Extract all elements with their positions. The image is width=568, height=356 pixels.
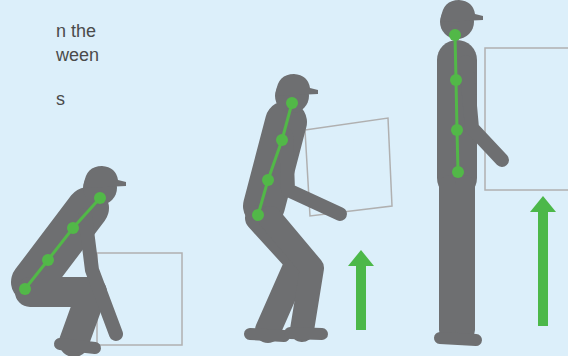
arrow-head bbox=[348, 250, 374, 266]
body-silhouette bbox=[250, 122, 340, 336]
arrow-shaft bbox=[538, 210, 548, 326]
body-silhouette bbox=[440, 60, 502, 340]
intro-text-fragment: s bbox=[56, 88, 65, 110]
spine-dot bbox=[19, 283, 31, 295]
leg bbox=[455, 185, 475, 330]
foot bbox=[290, 333, 322, 334]
spine-line bbox=[25, 198, 100, 289]
cap bbox=[84, 166, 126, 188]
foot bbox=[60, 344, 95, 348]
intro-text-fragment: n the bbox=[56, 20, 96, 42]
lift-figure bbox=[250, 74, 392, 336]
spine-dot bbox=[450, 74, 462, 86]
cap bbox=[276, 74, 318, 96]
foot bbox=[250, 334, 284, 336]
box-outline bbox=[485, 48, 568, 190]
spine-dots bbox=[252, 97, 298, 221]
spine-dot bbox=[67, 222, 79, 234]
squat-figure bbox=[19, 166, 182, 348]
arrow-shaft bbox=[356, 264, 366, 330]
spine-dot bbox=[452, 166, 464, 178]
body-silhouette bbox=[30, 208, 116, 348]
up-arrow bbox=[530, 196, 556, 326]
spine-dot bbox=[276, 134, 288, 146]
spine-dot bbox=[286, 97, 298, 109]
intro-text-fragment: ween bbox=[56, 44, 99, 66]
spine-line bbox=[258, 103, 292, 215]
arm bbox=[286, 135, 340, 214]
foot bbox=[440, 338, 476, 340]
spine-dot bbox=[262, 174, 274, 186]
arm bbox=[85, 215, 116, 334]
spine-dots bbox=[449, 29, 464, 178]
spine-dot bbox=[94, 192, 106, 204]
spine-line bbox=[455, 35, 458, 172]
up-arrow bbox=[348, 250, 374, 330]
spine-dot bbox=[252, 209, 264, 221]
spine-dot bbox=[42, 254, 54, 266]
spine-dot bbox=[451, 124, 463, 136]
arm bbox=[466, 62, 502, 160]
spine-dot bbox=[449, 29, 461, 41]
stand-figure bbox=[440, 0, 568, 340]
cap bbox=[441, 0, 483, 22]
spine-dots bbox=[19, 192, 106, 295]
arrow-head bbox=[530, 196, 556, 212]
leg bbox=[270, 218, 312, 330]
leg bbox=[30, 292, 92, 342]
